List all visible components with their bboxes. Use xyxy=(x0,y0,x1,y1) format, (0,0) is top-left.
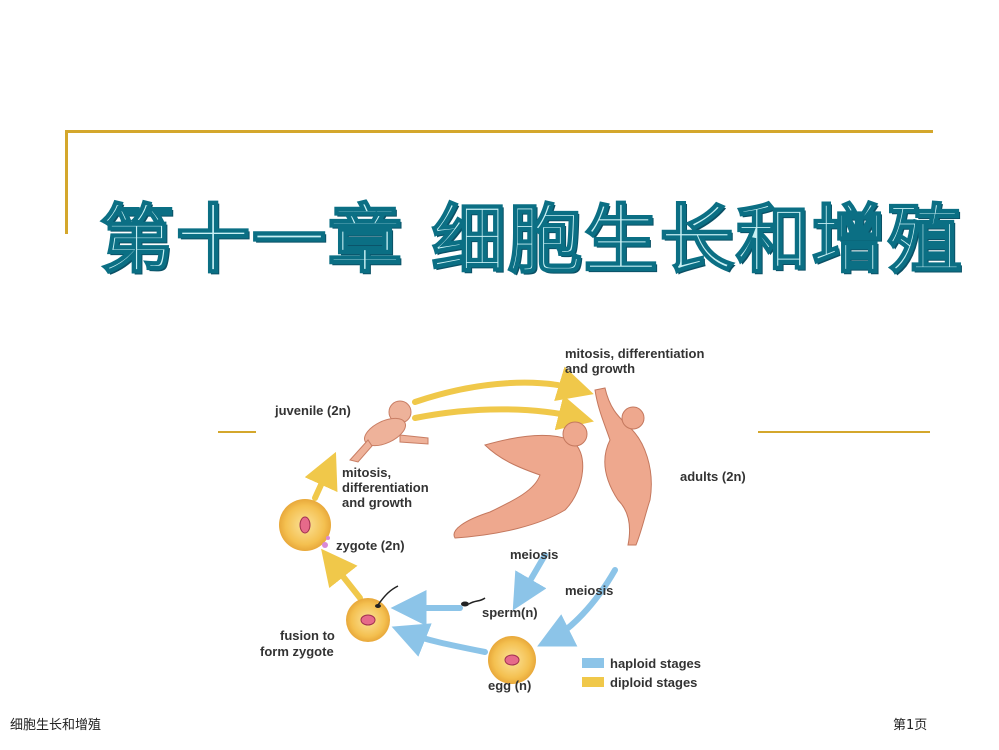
arrow-adult-to-sperm xyxy=(512,552,548,611)
legend-swatch-haploid xyxy=(582,658,604,668)
legend: haploid stages diploid stages xyxy=(582,656,701,690)
haploid-arrows xyxy=(390,552,618,657)
label-meiosis-1: meiosis xyxy=(510,547,558,562)
juvenile-figure xyxy=(349,400,429,463)
label-top-line1: mitosis, differentiation xyxy=(565,346,704,361)
arrow-zygote-to-juvenile xyxy=(304,451,338,501)
label-adults: adults (2n) xyxy=(680,469,746,484)
adults-figure xyxy=(453,387,652,546)
label-fusion-line2: form zygote xyxy=(260,644,334,659)
arrow-adult-to-egg xyxy=(537,567,618,647)
diploid-arrows xyxy=(304,366,594,601)
top-rule xyxy=(65,130,933,133)
label-top-line2: and growth xyxy=(565,361,635,376)
egg-cell xyxy=(488,636,536,684)
footer-left: 细胞生长和增殖 xyxy=(10,718,102,733)
footer-page-number: 第1页 xyxy=(893,718,928,733)
life-cycle-diagram: mitosis, differentiation and growth juve… xyxy=(260,346,746,693)
label-egg: egg (n) xyxy=(488,678,531,693)
mid-rule-left xyxy=(218,431,256,433)
mid-rule-right xyxy=(758,431,930,433)
arrow-juvenile-to-adult-2 xyxy=(412,395,594,431)
legend-swatch-diploid xyxy=(582,677,604,687)
sperm-icon xyxy=(461,597,486,607)
legend-label-haploid: haploid stages xyxy=(610,656,701,671)
label-sperm: sperm(n) xyxy=(482,605,538,620)
arrow-egg-to-fusion xyxy=(391,623,488,657)
arrow-fusion-to-zygote xyxy=(321,548,363,601)
label-left-mitosis-line1: mitosis, xyxy=(342,465,391,480)
label-meiosis-2: meiosis xyxy=(565,583,613,598)
legend-label-diploid: diploid stages xyxy=(610,675,697,690)
label-zygote: zygote (2n) xyxy=(336,538,405,553)
label-left-mitosis-line2: differentiation xyxy=(342,480,429,495)
left-rule xyxy=(65,130,68,234)
label-juvenile: juvenile (2n) xyxy=(274,403,351,418)
arrow-juvenile-to-adult-1 xyxy=(412,366,594,405)
zygote-cell xyxy=(279,499,331,551)
label-left-mitosis-line3: and growth xyxy=(342,495,412,510)
label-fusion-line1: fusion to xyxy=(280,628,335,643)
fusion-cell xyxy=(346,585,399,642)
slide-title: 第十一章 细胞生长和增殖 xyxy=(99,196,964,284)
